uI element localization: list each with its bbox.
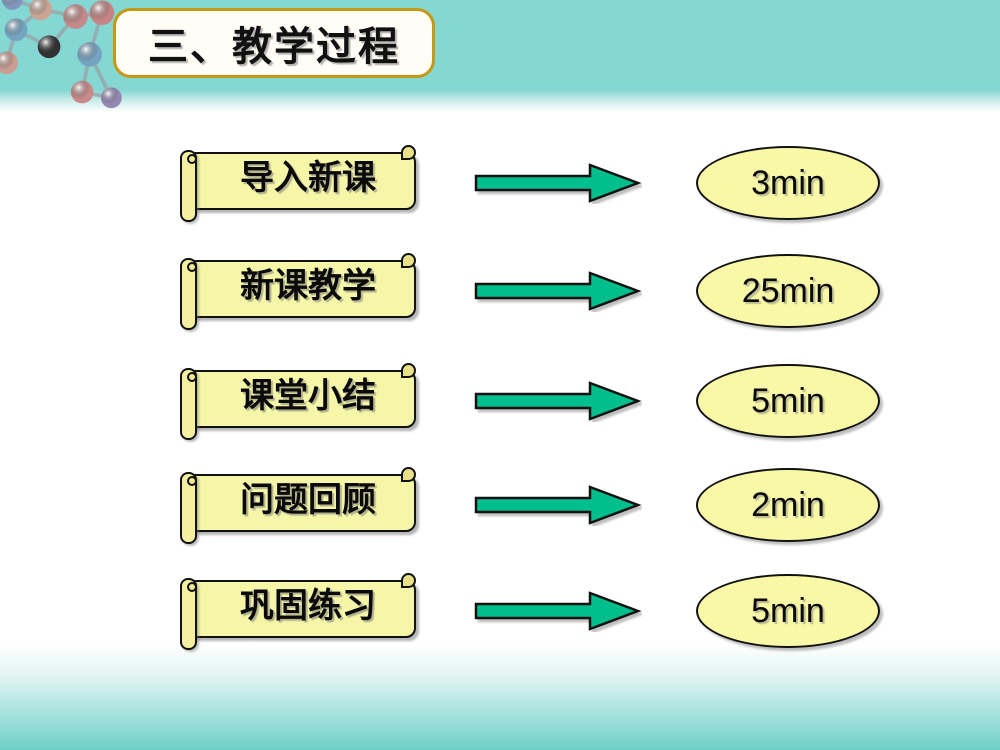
stage-scroll-body [192,370,416,428]
duration-label: 3min [751,163,825,202]
scroll-left-curl-icon [187,582,197,592]
scroll-left-curl-icon [187,262,197,272]
stage-scroll-shape[interactable]: 课堂小结 [178,363,418,440]
duration-ellipse[interactable]: 3min [696,146,880,220]
scroll-left-roll [180,472,197,544]
scroll-left-roll [180,258,197,330]
duration-label: 2min [751,485,825,524]
stage-scroll-shape[interactable]: 新课教学 [178,253,418,330]
page-title: 三、教学过程 [148,23,400,70]
scroll-right-curl-icon [401,253,416,268]
right-arrow-icon [472,380,642,422]
footer-gradient-band [0,645,1000,750]
right-arrow-icon [472,162,642,204]
right-arrow-icon [472,270,642,312]
scroll-left-curl-icon [187,476,197,486]
scroll-right-curl-icon [401,573,416,588]
duration-label: 5min [751,381,825,420]
scroll-right-curl-icon [401,363,416,378]
duration-label: 25min [741,271,835,310]
right-arrow-icon [472,484,642,526]
stage-scroll-shape[interactable]: 导入新课 [178,145,418,222]
stage-scroll-shape[interactable]: 巩固练习 [178,573,418,650]
slide-title-pill: 三、教学过程 [113,8,435,78]
scroll-left-roll [180,368,197,440]
duration-label: 5min [751,591,825,630]
duration-ellipse[interactable]: 5min [696,364,880,438]
scroll-right-curl-icon [401,467,416,482]
duration-ellipse[interactable]: 5min [696,574,880,648]
stage-scroll-body [192,474,416,532]
scroll-left-roll [180,578,197,650]
scroll-left-roll [180,150,197,222]
scroll-left-curl-icon [187,372,197,382]
stage-scroll-shape[interactable]: 问题回顾 [178,467,418,544]
right-arrow-icon [472,590,642,632]
stage-scroll-body [192,152,416,210]
duration-ellipse[interactable]: 25min [696,254,880,328]
scroll-left-curl-icon [187,154,197,164]
duration-ellipse[interactable]: 2min [696,468,880,542]
stage-scroll-body [192,580,416,638]
header-banner-fade [0,90,1000,112]
molecule-icon [0,0,122,109]
scroll-right-curl-icon [401,145,416,160]
stage-scroll-body [192,260,416,318]
